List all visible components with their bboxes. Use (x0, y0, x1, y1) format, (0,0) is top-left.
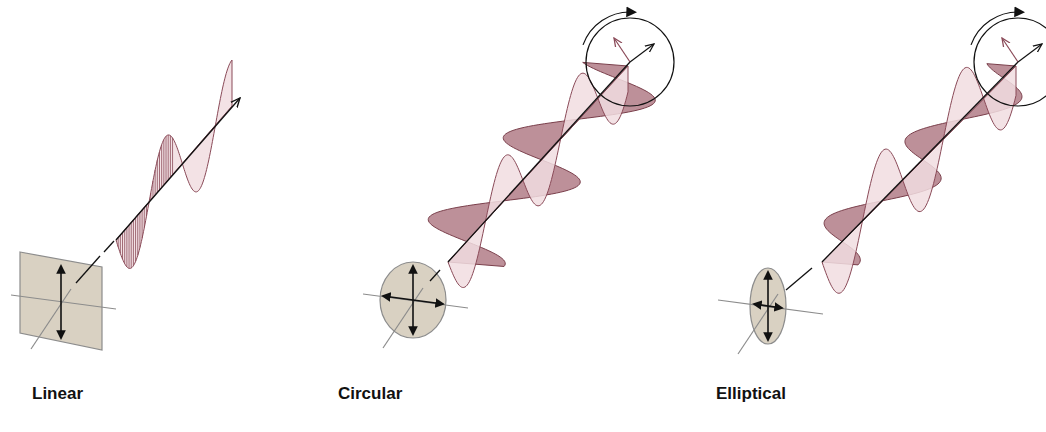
line (139, 212, 140, 247)
line (159, 152, 160, 190)
label-slot: Circular (338, 384, 402, 404)
line (157, 160, 158, 192)
line (144, 207, 145, 227)
line (126, 227, 127, 266)
line (76, 256, 100, 283)
line (738, 294, 778, 354)
line (430, 270, 440, 281)
rotation-circles (583, 12, 1046, 106)
line (122, 232, 123, 259)
line (363, 294, 468, 308)
line (822, 62, 1018, 262)
line (135, 217, 136, 261)
wave-drawings (76, 60, 1022, 293)
line (137, 215, 138, 256)
rotation-arrow (583, 12, 632, 45)
label-slot: Elliptical (716, 384, 786, 404)
line (172, 138, 173, 175)
line (161, 145, 162, 188)
line (150, 193, 151, 200)
line (718, 300, 823, 314)
line (142, 210, 143, 238)
wave (116, 60, 232, 268)
line (118, 237, 119, 246)
wave (448, 66, 628, 287)
line (124, 230, 125, 264)
polarization-label: Circular (338, 384, 402, 404)
line (60, 266, 62, 338)
line (383, 296, 443, 304)
line (630, 44, 654, 62)
line (166, 136, 167, 182)
rotation-arrow (971, 12, 1020, 45)
line (131, 222, 132, 268)
polarization-label: Elliptical (716, 384, 786, 404)
line (146, 205, 147, 217)
line (1002, 38, 1018, 62)
label-slot: Linear (32, 384, 83, 404)
line (754, 304, 782, 308)
polarizer-plate (20, 252, 102, 350)
wave (822, 66, 1016, 293)
line (120, 235, 121, 253)
line (31, 289, 71, 349)
line (104, 241, 114, 252)
line (614, 38, 630, 62)
line (170, 136, 171, 178)
line (155, 170, 156, 195)
rotation-circle (586, 18, 674, 106)
polarizer-disc (380, 262, 446, 338)
rotation-circle (974, 18, 1046, 106)
line (168, 135, 169, 180)
polarizer-disc (750, 268, 786, 344)
line (116, 98, 240, 240)
line (1018, 44, 1042, 62)
line (448, 62, 630, 262)
line (152, 181, 153, 197)
polarization-label: Linear (32, 384, 83, 404)
line (163, 139, 164, 184)
line (133, 220, 134, 266)
line (129, 225, 130, 268)
line (11, 295, 116, 309)
line (786, 268, 812, 290)
